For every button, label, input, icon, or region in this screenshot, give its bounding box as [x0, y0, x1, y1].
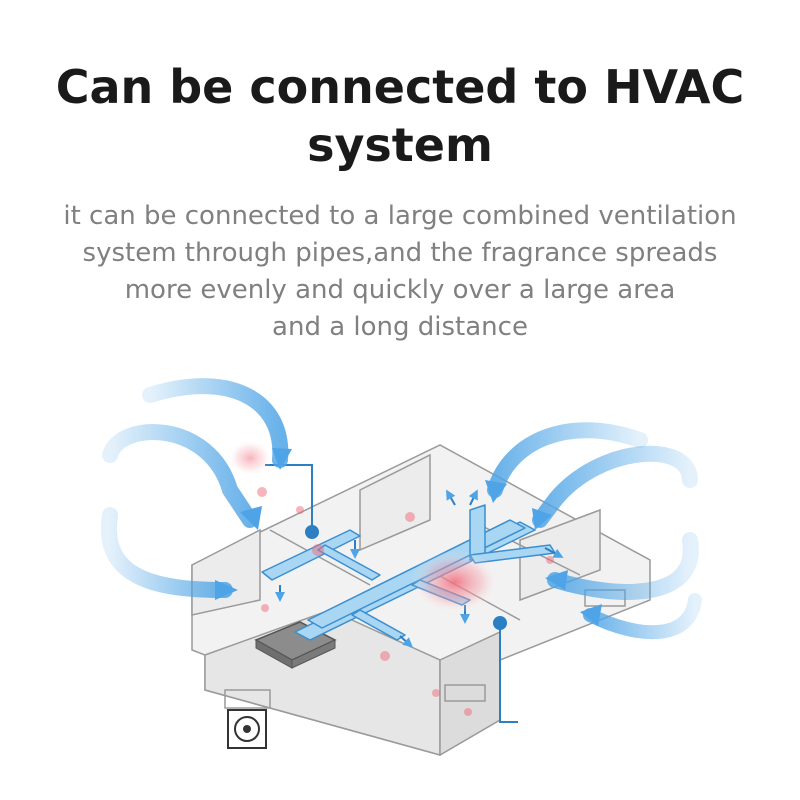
- window-1: [224, 689, 271, 709]
- airflow-arrow-left-2: [102, 424, 258, 528]
- airflow-arrow-right-3: [547, 532, 699, 600]
- branch-lower: [351, 609, 406, 641]
- headline-line-2: system: [307, 118, 493, 172]
- fragrance-cloud: [228, 440, 554, 716]
- airflow-arrows: [100, 378, 702, 640]
- branch-top: [469, 504, 486, 561]
- headline-line-1: Can be connected to HVAC: [55, 60, 745, 114]
- headline: Can be connected to HVAC system: [0, 58, 800, 174]
- fan-unit: [227, 709, 267, 749]
- room-wall-mid: [359, 453, 431, 552]
- description-line-2: system through pipes,and the fragrance s…: [82, 238, 718, 268]
- description-line-1: it can be connected to a large combined …: [63, 201, 737, 231]
- description-line-4: and a long distance: [272, 312, 528, 342]
- airflow-arrow-right-2: [532, 445, 698, 528]
- airflow-arrow-left-3: [100, 507, 233, 598]
- airflow-arrow-right-1: [487, 422, 648, 498]
- branch-left: [261, 529, 361, 581]
- description: it can be connected to a large combined …: [0, 198, 800, 346]
- room-wall-left: [191, 528, 261, 616]
- airflow-arrow-left-1: [142, 378, 289, 468]
- duct-outlets: [275, 489, 564, 648]
- hvac-illustration: [100, 378, 702, 757]
- window-2: [444, 684, 486, 702]
- description-line-3: more evenly and quickly over a large are…: [124, 275, 676, 305]
- airflow-arrow-right-4: [583, 593, 702, 640]
